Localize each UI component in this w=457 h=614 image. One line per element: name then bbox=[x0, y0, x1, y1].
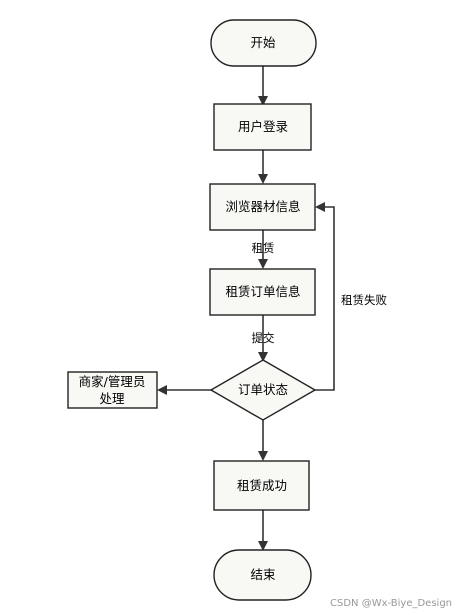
end-node-label: 结束 bbox=[250, 567, 276, 582]
success-node bbox=[213, 460, 310, 511]
browse-node bbox=[209, 183, 316, 231]
merchant-node-label-line2: 处理 bbox=[99, 391, 125, 406]
status-decision-label: 订单状态 bbox=[238, 382, 288, 397]
edge-status-fail-loop bbox=[315, 202, 335, 391]
status-decision-node bbox=[209, 359, 317, 421]
start-node bbox=[210, 19, 317, 67]
start-node-label: 开始 bbox=[250, 35, 276, 50]
success-node-label: 租赁成功 bbox=[237, 478, 287, 493]
login-node-label: 用户登录 bbox=[238, 119, 288, 134]
order-node-label: 租赁订单信息 bbox=[225, 284, 300, 299]
login-node bbox=[213, 103, 312, 151]
order-node bbox=[209, 268, 316, 316]
merchant-node-label-line1: 商家/管理员 bbox=[79, 374, 146, 389]
edge-label-submit: 提交 bbox=[252, 331, 275, 345]
edge-label-rent: 租赁 bbox=[252, 241, 275, 255]
end-node bbox=[213, 549, 312, 601]
watermark: CSDN @Wx-Biye_Design bbox=[330, 598, 452, 609]
edge-label-fail: 租赁失败 bbox=[341, 293, 387, 307]
browse-node-label: 浏览器材信息 bbox=[225, 199, 300, 214]
merchant-node bbox=[67, 371, 158, 409]
